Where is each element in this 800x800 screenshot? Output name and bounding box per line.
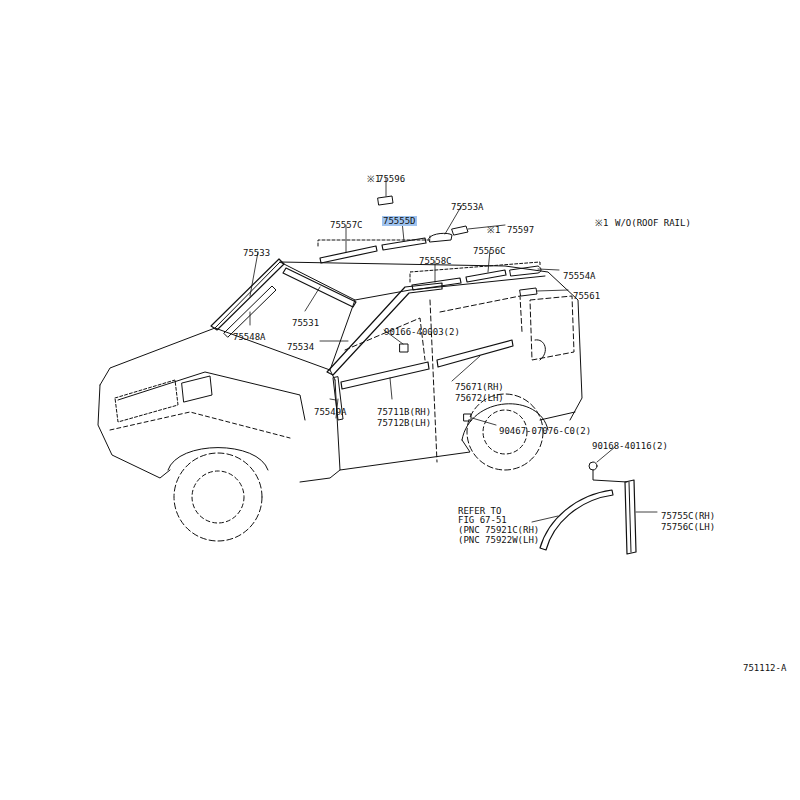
- callout-number: 751112-A: [742, 663, 787, 673]
- callout-label-holder: 75597: [506, 219, 535, 237]
- callout-label-holder: 75557C: [329, 214, 364, 232]
- callout-label-holder: 75755C(RH): [660, 505, 716, 523]
- callout-label-holder: 75553A: [450, 196, 485, 214]
- callout-label-holder: 75534: [286, 336, 315, 354]
- callout-label-holder: 90467-07076-C0(2): [498, 420, 592, 438]
- callout-number: 75596: [377, 174, 406, 184]
- callout-number: ※1: [594, 218, 609, 228]
- callout-label-holder: 90168-40116(2): [591, 435, 669, 453]
- callout-number: 75531: [291, 318, 320, 328]
- callout-label-holder: 75711B(RH): [376, 401, 432, 419]
- callout-number: 75549A: [313, 407, 348, 417]
- callout-number: 75755C(RH): [660, 511, 716, 521]
- callout-number: FIG 67-51: [457, 515, 508, 525]
- callout-label-holder: 75558C: [418, 250, 453, 268]
- callout-label-holder: 75548A: [232, 326, 267, 344]
- callout-number: REFER TO: [457, 506, 502, 516]
- callout-number: 75712B(LH): [376, 418, 432, 428]
- callout-label-holder: ※1: [594, 212, 609, 230]
- callout-label-holder: 75549A: [313, 401, 348, 419]
- callout-number: 75555D: [382, 216, 417, 226]
- callout-label-holder: 75671(RH): [454, 376, 505, 394]
- callout-label-holder: 75554A: [562, 265, 597, 283]
- callout-number: 75672(LH): [454, 393, 505, 403]
- callout-number: 75711B(RH): [376, 407, 432, 417]
- callout-label-holder: 751112-A: [742, 657, 787, 675]
- callout-label-holder: 75556C: [472, 240, 507, 258]
- callout-number: 75556C: [472, 246, 507, 256]
- callout-number: 75553A: [450, 202, 485, 212]
- callout-number: 75534: [286, 342, 315, 352]
- callout-label-holder: 75555D: [382, 210, 417, 228]
- callout-number: 75597: [506, 225, 535, 235]
- callout-number: 75671(RH): [454, 382, 505, 392]
- callout-label-holder: 75596: [377, 168, 406, 186]
- callout-label-holder: 75561: [572, 285, 601, 303]
- callout-number: W/O(ROOF RAIL): [614, 218, 692, 228]
- callout-number: 75533: [242, 248, 271, 258]
- callout-label-holder: 90166-40003(2): [383, 321, 461, 339]
- callout-label-holder: W/O(ROOF RAIL): [614, 212, 692, 230]
- callout-number: 75558C: [418, 256, 453, 266]
- callout-number: 90166-40003(2): [383, 327, 461, 337]
- callout-number: 75561: [572, 291, 601, 301]
- callout-label-holder: ※1: [486, 219, 501, 237]
- callout-number: 75548A: [232, 332, 267, 342]
- callout-number: 90467-07076-C0(2): [498, 426, 592, 436]
- callout-number: 90168-40116(2): [591, 441, 669, 451]
- callout-number: ※1: [486, 225, 501, 235]
- callout-number: (PNC 75921C(RH): [457, 525, 540, 535]
- callout-number: 75756C(LH): [660, 522, 716, 532]
- callout-number: (PNC 75922W(LH): [457, 535, 540, 545]
- callout-label-holder: 75531: [291, 312, 320, 330]
- callout-number: 75554A: [562, 271, 597, 281]
- callout-number: 75557C: [329, 220, 364, 230]
- callout-label-holder: 75533: [242, 242, 271, 260]
